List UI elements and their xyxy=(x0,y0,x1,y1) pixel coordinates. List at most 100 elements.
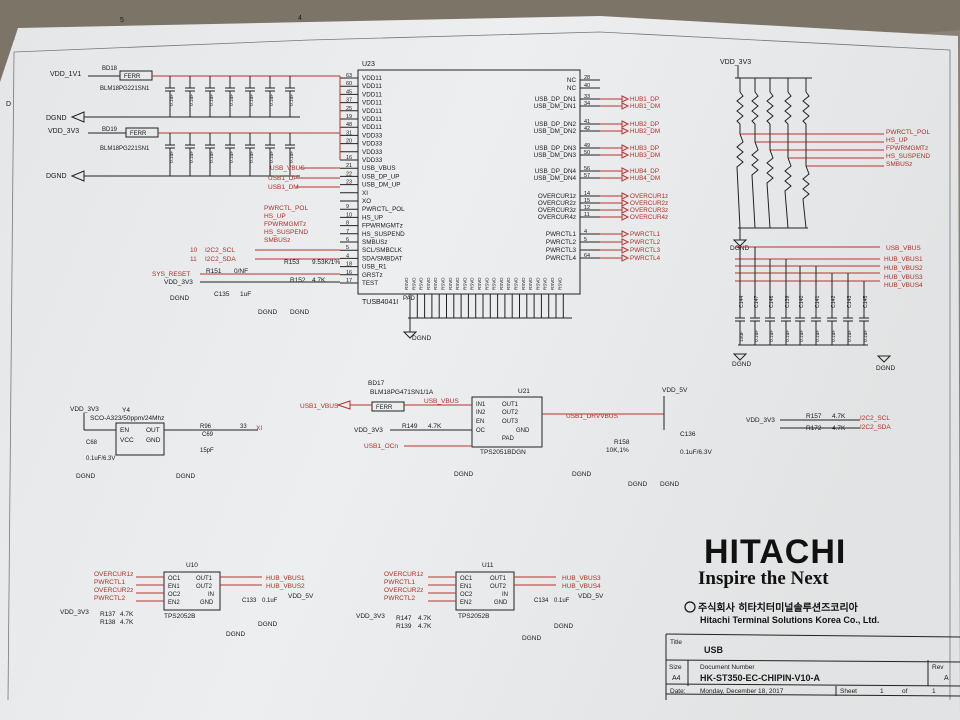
bulk-cap-value: 0.1uF xyxy=(863,330,869,342)
u10-en2: EN2 xyxy=(168,600,180,606)
hub-left-pin-num: 60 xyxy=(346,81,352,87)
u11-ref: U11 xyxy=(482,562,494,569)
crystal-vdd: VDD_3V3 xyxy=(70,406,99,413)
hub-left-pin-name: PWRCTL_POL xyxy=(362,206,405,213)
cap-value: 0.1uF xyxy=(289,151,295,163)
vdd-1v1-label: VDD_1V1 xyxy=(50,71,81,78)
bulk-ground-symbol xyxy=(876,355,892,363)
pullup-resistor-zigzag xyxy=(751,91,759,125)
hub-right-pin-name: OVERCUR4z xyxy=(538,214,576,221)
tb-date: Monday, December 18, 2017 xyxy=(700,688,784,695)
dgnd-xtal-1: DGND xyxy=(76,473,95,480)
hub-right-pin-name: PWRCTL2 xyxy=(546,239,577,246)
hub-left-nets: USB_VBUS USB1_DP USB1_DM PWRCTL_POL HS_U… xyxy=(152,165,340,316)
pulldown-ground-symbol xyxy=(732,239,748,247)
tb-size: A4 xyxy=(672,675,681,682)
tb-line-4 xyxy=(665,693,960,697)
company-seal-icon xyxy=(684,601,696,613)
rsvd-pin-label: RSVD xyxy=(550,277,555,290)
bulk-cap-value: 0.1uF xyxy=(815,330,821,342)
cap-value: 0.1uF xyxy=(229,94,235,106)
i2c-net-sda: I2C2_SDA xyxy=(860,424,891,431)
bd17-body xyxy=(371,401,405,412)
hub-right-pin-num: 50 xyxy=(584,150,590,156)
c135-val: 1uF xyxy=(240,291,251,298)
dgnd-u21-1: DGND xyxy=(454,471,473,478)
r149-ref: R149 xyxy=(402,423,418,430)
tb-docnum-label: Document Number xyxy=(700,664,755,671)
hub-left-pin-num: 9 xyxy=(346,204,349,210)
hub-left-pin-num: 4 xyxy=(346,253,349,259)
hub-right-pin-num: 11 xyxy=(584,212,590,218)
dgnd-u10-2: DGND xyxy=(258,621,277,628)
hub-left-pin-name: USB_DP_UP xyxy=(362,173,399,180)
pullup-resistor-zigzag xyxy=(784,91,792,125)
hub-right-pin-num: 41 xyxy=(584,119,590,125)
hub-left-pin-name: VDD11 xyxy=(362,108,382,115)
cap-value: 0.1uF xyxy=(289,94,295,106)
u10-oc1: OC1 xyxy=(168,576,181,582)
bulk-cap-ref: C145 xyxy=(863,295,869,308)
crystal-vcc: VCC xyxy=(120,437,134,444)
u21-pin-out2: OUT2 xyxy=(502,410,519,416)
rsvd-pin-label: RSVD xyxy=(441,277,446,290)
crystal-en: EN xyxy=(120,427,129,434)
i2c-vdd: VDD_3V3 xyxy=(746,417,775,424)
cap-value: 0.1uF xyxy=(209,151,215,163)
r158-ref: R158 xyxy=(614,439,630,446)
bulk-ground-symbol xyxy=(732,353,748,361)
tb-sheet-total: 1 xyxy=(932,688,936,695)
hub-left-pin-num: 16 xyxy=(346,155,352,161)
r151-val: 0/NF xyxy=(234,268,248,275)
bd19-part: BLM18PG221SN1 xyxy=(100,146,150,152)
tb-line-top xyxy=(665,633,960,638)
r172-ref: R172 xyxy=(806,425,822,432)
u10-in: IN xyxy=(208,592,214,598)
dgnd-u21-4: DGND xyxy=(660,481,679,488)
hub-left-pin-num: 8 xyxy=(346,221,349,227)
crystal-out: OUT xyxy=(146,427,160,434)
right-net-label: PWRCTL1 xyxy=(630,231,661,238)
right-net-arrow xyxy=(621,151,630,159)
c68-val: 0.1uF/6.3V xyxy=(86,456,115,462)
hub-right-pin-name: USB_DM_DN2 xyxy=(534,128,577,135)
r153-val: 9.53K/1% xyxy=(312,259,340,266)
hub-right-pin-name: OVERCUR3z xyxy=(538,207,576,214)
cap-value: 0.1uF xyxy=(169,94,175,106)
right-net-arrow xyxy=(621,206,630,214)
rsvd-pin-label: RSVD xyxy=(543,277,548,290)
u10-out1: OUT1 xyxy=(196,576,213,582)
bulk-cap-ref: C139 xyxy=(785,295,791,308)
u10-rb: R138 xyxy=(100,619,116,626)
rsvd-pin-label: RSVD xyxy=(535,277,540,290)
net-fpwrmgmtz: FPWRMGMTz xyxy=(264,221,306,228)
cap-value: 0.1uF xyxy=(229,151,235,163)
hub-right-pins: 28NC40NC33USB_DP_DN134USB_DM_DN141USB_DP… xyxy=(534,75,600,262)
bulk-net-0: USB_VBUS xyxy=(886,245,921,252)
dgnd-u10-1: DGND xyxy=(226,631,245,638)
bulk-cap-value: 0.1uF xyxy=(847,330,853,342)
bulk-cap-value: 0.1uF xyxy=(831,330,837,342)
u10-net-0: OVERCUR1z xyxy=(94,571,133,578)
u10-ra-val: 4.7K xyxy=(120,611,134,618)
dgnd-xtal-2: DGND xyxy=(176,473,195,480)
pulldown-resistor-zigzag xyxy=(802,165,810,229)
u11-cap-val: 0.1uF xyxy=(554,598,570,604)
rsvd-pin-label: RSVD xyxy=(419,277,424,290)
net-hs-up: HS_UP xyxy=(264,213,286,220)
ferr-text-2: FERR xyxy=(130,131,147,137)
hub-left-pin-name: FPWRMGMTz xyxy=(362,223,403,230)
u11-net-2: OVERCUR2z xyxy=(384,587,423,594)
u11-ra-val: 4.7K xyxy=(418,615,432,622)
u11-body xyxy=(455,571,515,611)
hub-right-pin-num: 15 xyxy=(584,198,590,204)
u21-pin-gnd: GND xyxy=(516,428,530,434)
right-net-arrow xyxy=(621,199,630,207)
hub-right-pin-name: PWRCTL4 xyxy=(546,255,577,262)
hub-right-pin-name: NC xyxy=(567,85,577,92)
hub-left-pin-name: VDD11 xyxy=(362,83,382,90)
right-net-arrow xyxy=(621,254,630,262)
bulk-caps: C14410uFC1470.1uFC1460.1uFC1390.1uFC1400… xyxy=(732,247,892,363)
